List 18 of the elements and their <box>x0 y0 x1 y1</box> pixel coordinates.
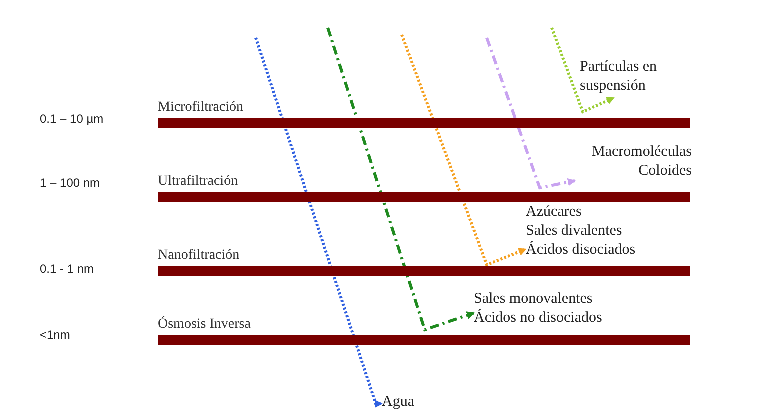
membrane-name: Ósmosis Inversa <box>158 317 251 333</box>
result-label: Agua <box>382 393 432 413</box>
result-label: Azúcares Sales divalentes Ácidos disociados <box>526 203 696 261</box>
pore-size-label: <1nm <box>40 328 70 342</box>
arrow <box>400 34 527 267</box>
result-label: Sales monovalentes Ácidos no disociados <box>474 290 664 330</box>
pore-size-label: 0.1 – 10 µm <box>40 112 104 126</box>
membrane-name: Ultrafiltración <box>158 174 238 190</box>
result-label: Macromoléculas Coloides <box>542 143 692 181</box>
membrane-name: Microfiltración <box>158 100 244 116</box>
arrow <box>326 28 475 332</box>
pore-size-label: 0.1 - 1 nm <box>40 262 94 276</box>
membrane-name: Nanofiltración <box>158 248 240 264</box>
result-label: Partículas en suspensión <box>580 58 680 98</box>
arrow <box>486 38 576 190</box>
arrow <box>254 38 383 408</box>
arrow <box>550 27 615 114</box>
pore-size-label: 1 – 100 nm <box>40 176 100 190</box>
